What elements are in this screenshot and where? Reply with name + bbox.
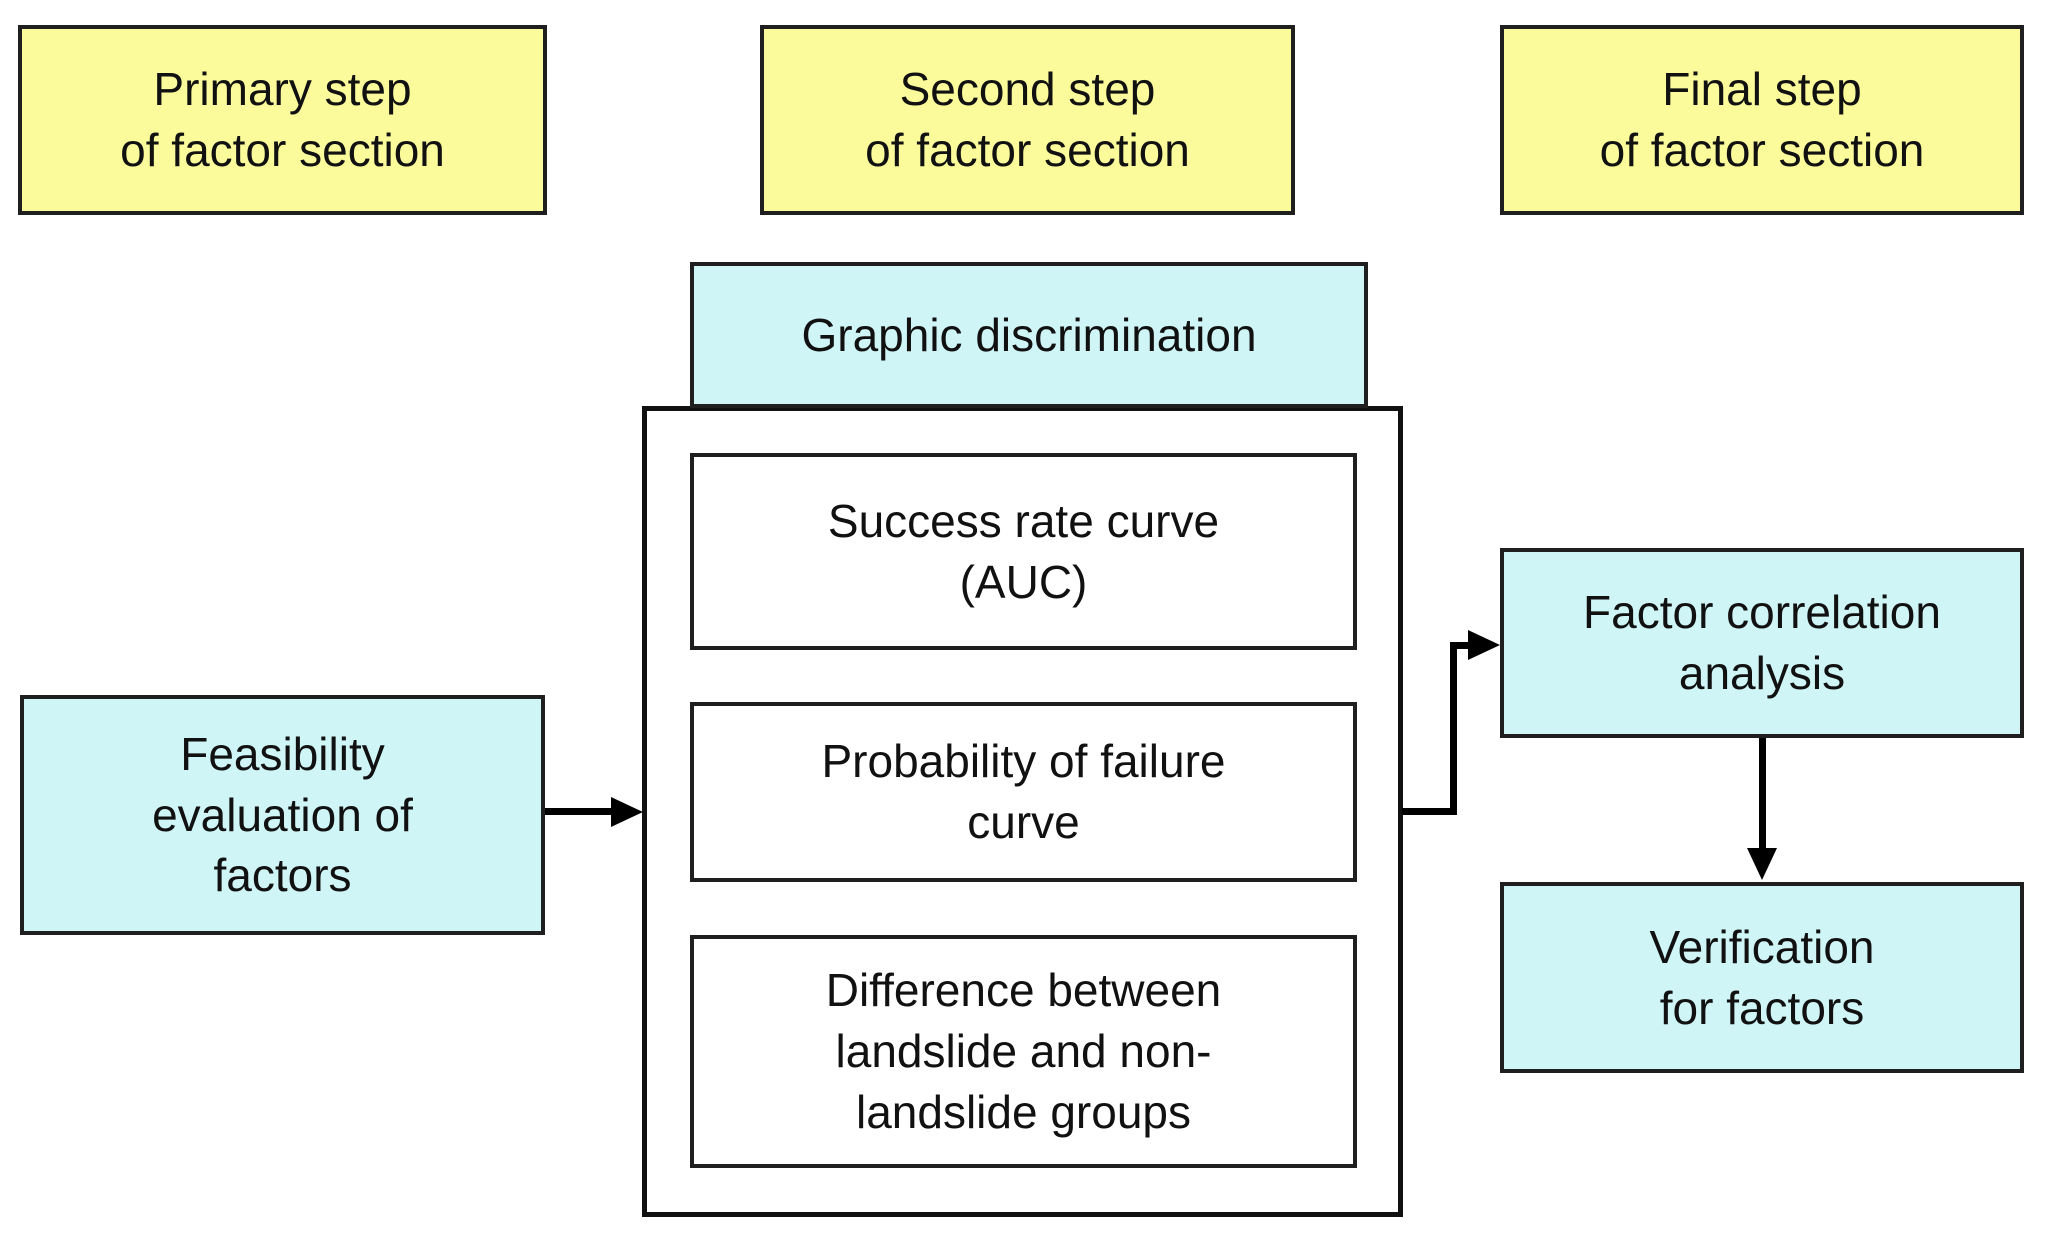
arrow-elbow-vertical <box>1450 642 1457 815</box>
node-graphic-discrimination-label: Graphic discrimination <box>801 308 1257 361</box>
node-feasibility: Feasibility evaluation of factors <box>20 695 545 935</box>
step-box-primary: Primary step of factor section <box>18 25 547 215</box>
node-factor-correlation-label: Factor correlation analysis <box>1583 586 1941 699</box>
arrow-feasibility-head-icon <box>611 797 643 827</box>
node-probability-of-failure: Probability of failure curve <box>690 702 1357 882</box>
arrow-elbow-horizontal-bottom <box>1402 808 1457 815</box>
step-box-primary-label: Primary step of factor section <box>120 63 445 176</box>
arrow-feasibility-shaft <box>545 808 617 815</box>
step-box-final: Final step of factor section <box>1500 25 2024 215</box>
node-success-rate-curve: Success rate curve (AUC) <box>690 453 1357 650</box>
arrow-vertical-shaft <box>1759 738 1766 852</box>
step-box-final-label: Final step of factor section <box>1599 63 1925 176</box>
node-difference-groups: Difference between landslide and non- la… <box>690 935 1357 1168</box>
arrow-elbow-head-icon <box>1468 630 1500 660</box>
node-probability-of-failure-label: Probability of failure curve <box>821 735 1226 848</box>
node-difference-groups-label: Difference between landslide and non- la… <box>825 964 1222 1138</box>
arrow-vertical-head-icon <box>1747 848 1777 880</box>
node-success-rate-curve-label: Success rate curve (AUC) <box>827 494 1220 608</box>
step-box-second: Second step of factor section <box>760 25 1295 215</box>
arrow-elbow-horizontal-top <box>1450 642 1472 649</box>
node-verification-label: Verification for factors <box>1649 920 1875 1034</box>
node-feasibility-label: Feasibility evaluation of factors <box>152 727 413 902</box>
node-graphic-discrimination: Graphic discrimination <box>690 262 1368 408</box>
step-box-second-label: Second step of factor section <box>865 63 1190 176</box>
node-verification: Verification for factors <box>1500 882 2024 1073</box>
node-factor-correlation: Factor correlation analysis <box>1500 548 2024 738</box>
